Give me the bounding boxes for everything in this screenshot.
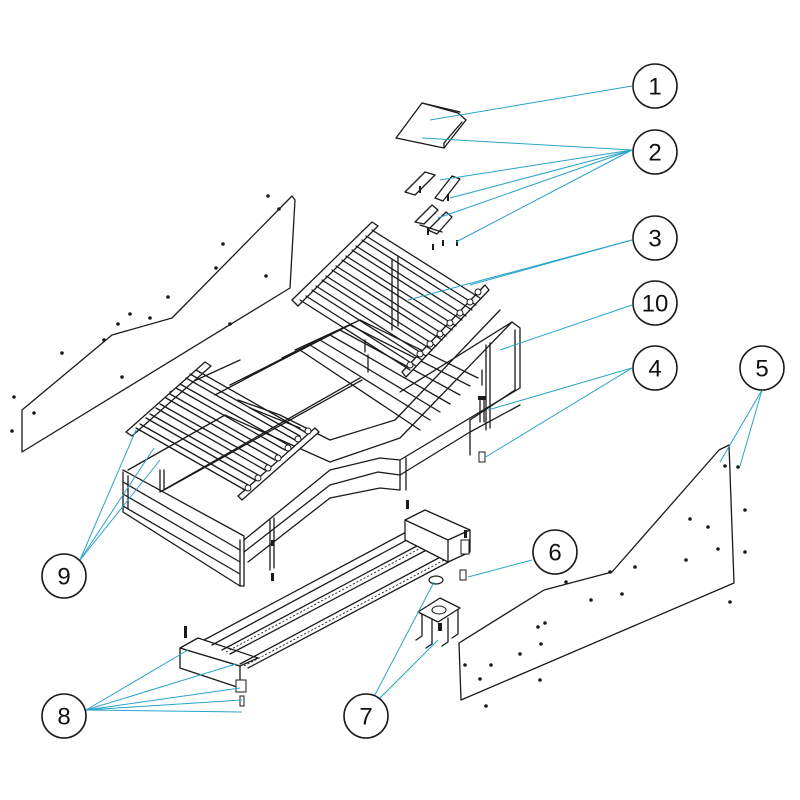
callout-label: 9 bbox=[57, 564, 70, 591]
actuator-rail bbox=[179, 509, 471, 707]
foot-slats bbox=[125, 361, 320, 501]
callout-3: 3 bbox=[632, 215, 678, 261]
washer bbox=[428, 569, 467, 585]
callout-6: 6 bbox=[532, 529, 578, 575]
callout-label: 1 bbox=[648, 74, 661, 101]
callout-9: 9 bbox=[41, 553, 87, 599]
callout-7: 7 bbox=[343, 693, 389, 739]
callout-4: 4 bbox=[632, 345, 678, 391]
main-frame bbox=[122, 309, 521, 587]
backrest-slats bbox=[291, 221, 490, 378]
head-pad bbox=[395, 102, 467, 149]
callout-label: 2 bbox=[648, 140, 661, 167]
callout-label: 10 bbox=[642, 291, 669, 318]
head-brackets bbox=[404, 171, 461, 250]
callout-label: 6 bbox=[548, 540, 561, 567]
callout-8: 8 bbox=[41, 693, 87, 739]
callout-label: 8 bbox=[57, 704, 70, 731]
callout-label: 7 bbox=[359, 704, 372, 731]
callout-label: 3 bbox=[648, 226, 661, 253]
left-side-panel bbox=[10, 194, 296, 453]
motor-bracket bbox=[415, 597, 461, 649]
callout-label: 5 bbox=[755, 356, 768, 383]
frame-bolts bbox=[271, 396, 486, 581]
callout-1: 1 bbox=[632, 63, 678, 109]
right-side-panel bbox=[458, 444, 747, 708]
callout-10: 10 bbox=[632, 280, 678, 326]
callout-5: 5 bbox=[739, 345, 785, 391]
seat-slats bbox=[169, 319, 479, 441]
callout-label: 4 bbox=[648, 356, 661, 383]
leader-lines bbox=[79, 85, 763, 713]
callout-2: 2 bbox=[632, 129, 678, 175]
